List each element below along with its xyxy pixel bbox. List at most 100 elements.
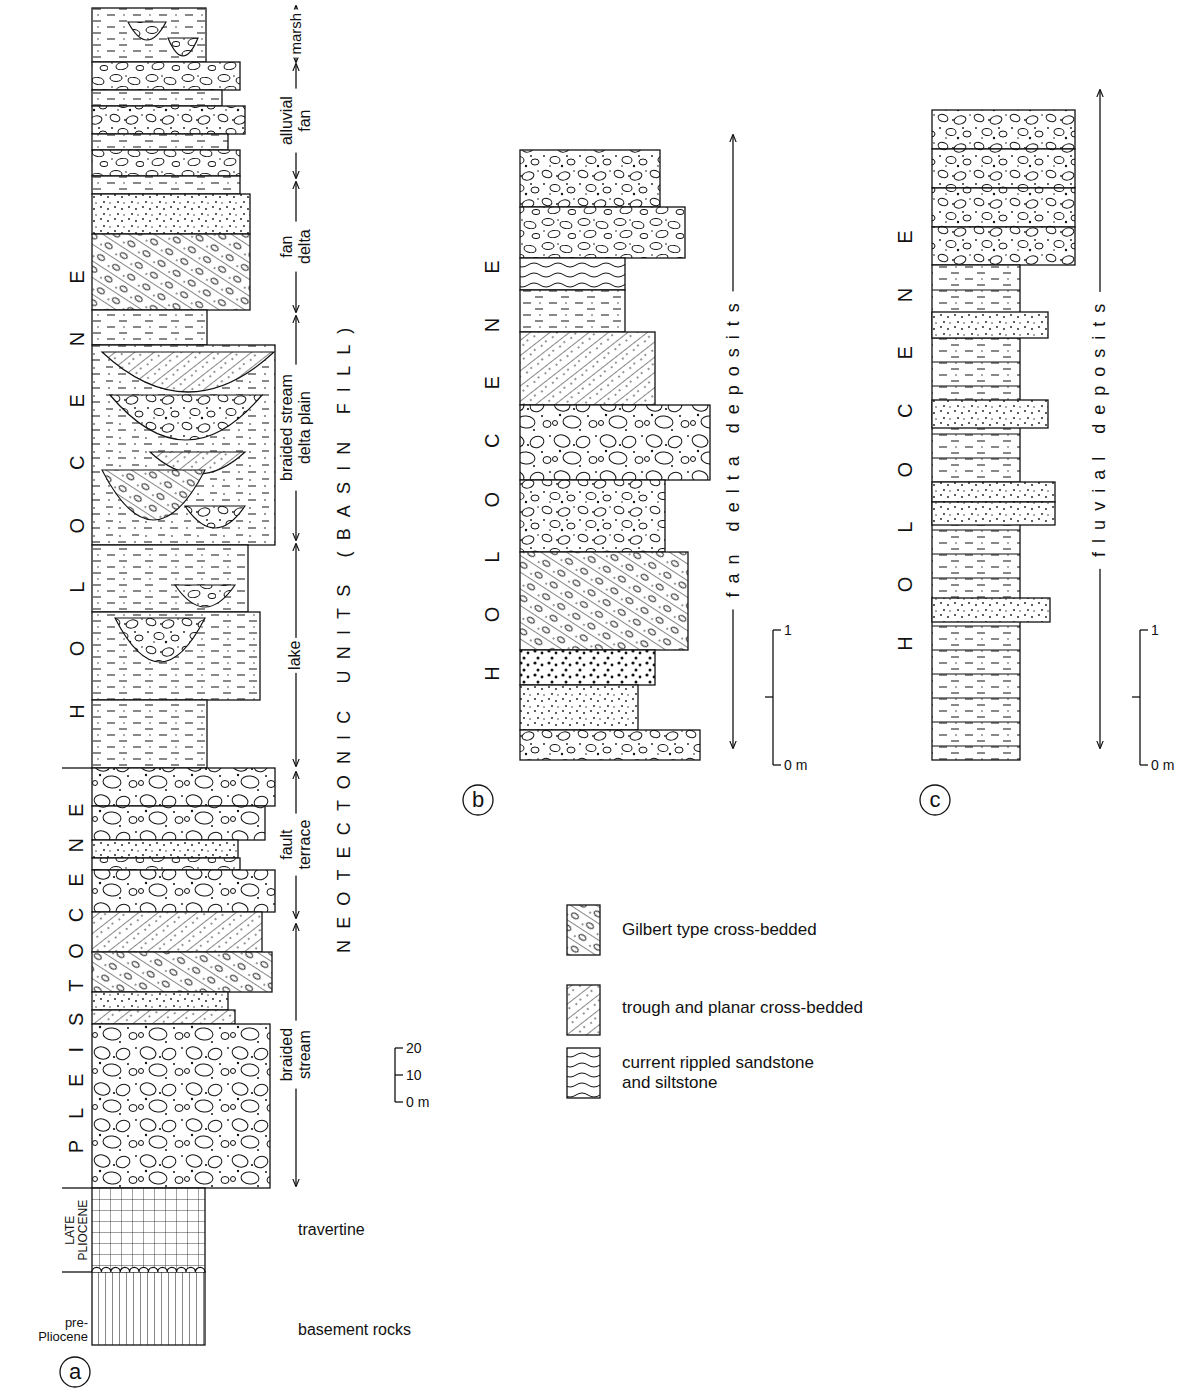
channel-lens: [168, 38, 198, 56]
bedding-line: [932, 554, 1020, 555]
bedding-line: [932, 386, 1020, 387]
bed: [932, 312, 1048, 338]
unconformity: [92, 1267, 205, 1272]
panel-circle: [60, 1357, 90, 1387]
panel-circle: [463, 785, 493, 815]
bedding-line: [932, 578, 1020, 579]
scale-value: 0 m: [1151, 757, 1174, 773]
bed: [92, 62, 240, 90]
unit-group-label: NEOTECTONIC UNITS (BASIN FILL): [335, 316, 356, 964]
bed: [92, 90, 222, 106]
bed: [520, 685, 638, 730]
epoch-label: LATE PLIOCENE: [64, 1194, 90, 1266]
bed: [92, 134, 228, 150]
bed: [520, 207, 685, 258]
bed: [92, 806, 265, 840]
bed: [92, 1024, 270, 1188]
epoch-label: PLEISTOCENE: [66, 782, 89, 1174]
bed: [520, 290, 625, 332]
bedding-line: [932, 434, 1020, 435]
channel-lens: [110, 395, 262, 440]
panel-circles: [60, 785, 950, 1387]
bed: [92, 176, 240, 194]
unit-label: travertine: [298, 1221, 365, 1239]
panel-letter: a: [69, 1359, 81, 1384]
deposit-label: fan delta deposits: [723, 291, 744, 609]
bedding-line: [932, 626, 1020, 627]
epoch-boundary: [62, 1271, 92, 1272]
bedding-line: [932, 530, 1020, 531]
bed: [92, 992, 228, 1010]
environment-label: braided stream: [278, 1021, 313, 1089]
bed: [932, 482, 1055, 502]
scale-tick: [1140, 764, 1148, 765]
bed: [92, 150, 240, 176]
bed: [932, 149, 1075, 188]
scale-value: 20: [406, 1040, 422, 1056]
legend-text: Gilbert type cross-bedded: [622, 920, 817, 940]
scale-tick: [765, 696, 773, 697]
scale-tick: [1140, 629, 1148, 630]
panel-letter: c: [930, 787, 941, 812]
legend-text: current rippled sandstone and siltstone: [622, 1053, 837, 1092]
scale-bars: [395, 630, 1148, 1102]
bed: [520, 480, 665, 552]
legend-text: trough and planar cross-bedded: [622, 998, 863, 1018]
bed: [92, 345, 275, 545]
bed: [932, 598, 1050, 622]
environment-label: lake: [287, 637, 305, 672]
environment-label: fault terrace: [278, 814, 313, 876]
bed: [92, 8, 206, 62]
bed: [932, 227, 1075, 265]
legend-swatches: [567, 905, 600, 1098]
bedding-line: [932, 362, 1020, 363]
bedding-line: [932, 698, 1020, 699]
bed: [92, 1272, 205, 1345]
bed: [92, 310, 207, 345]
bedding-line: [932, 290, 1020, 291]
epoch-boundary: [62, 1187, 92, 1188]
bed: [92, 1188, 205, 1272]
bed: [92, 545, 248, 612]
scale-tick: [395, 1101, 403, 1102]
legend-swatch: [567, 985, 600, 1035]
bed: [520, 405, 710, 480]
bed: [520, 552, 688, 650]
channel-lens: [115, 618, 205, 662]
bed: [520, 730, 700, 760]
legend-swatch: [567, 905, 600, 955]
bedding-line: [932, 674, 1020, 675]
scale-tick: [395, 1074, 403, 1075]
environment-label: fan delta: [278, 222, 313, 272]
bed: [92, 840, 238, 858]
bed: [92, 870, 275, 912]
panel-circle: [920, 785, 950, 815]
environment-label: marsh: [287, 10, 304, 58]
panel-letter: b: [472, 787, 484, 812]
scale-value: 1: [784, 622, 792, 638]
bedding-line: [932, 458, 1020, 459]
channel-lens: [175, 585, 235, 607]
bed: [932, 502, 1055, 525]
bedding-line: [932, 650, 1020, 651]
channel-lens: [128, 22, 166, 40]
bed: [92, 700, 207, 768]
bed: [92, 952, 272, 992]
bed: [92, 768, 275, 806]
bed: [932, 110, 1075, 149]
scale-tick: [773, 629, 781, 630]
bed: [932, 400, 1048, 428]
scale-tick: [395, 1047, 403, 1048]
bed: [92, 858, 240, 870]
scale-value: 0 m: [784, 757, 807, 773]
epoch-label: HOLOCENE: [894, 186, 917, 694]
scale-value: 0 m: [406, 1094, 429, 1110]
scale-tick: [1132, 696, 1140, 697]
bedding-line: [932, 722, 1020, 723]
bedding-line: [932, 746, 1020, 747]
environment-label: braided stream delta plain: [278, 365, 313, 491]
bed: [932, 188, 1075, 227]
bed: [92, 106, 245, 134]
